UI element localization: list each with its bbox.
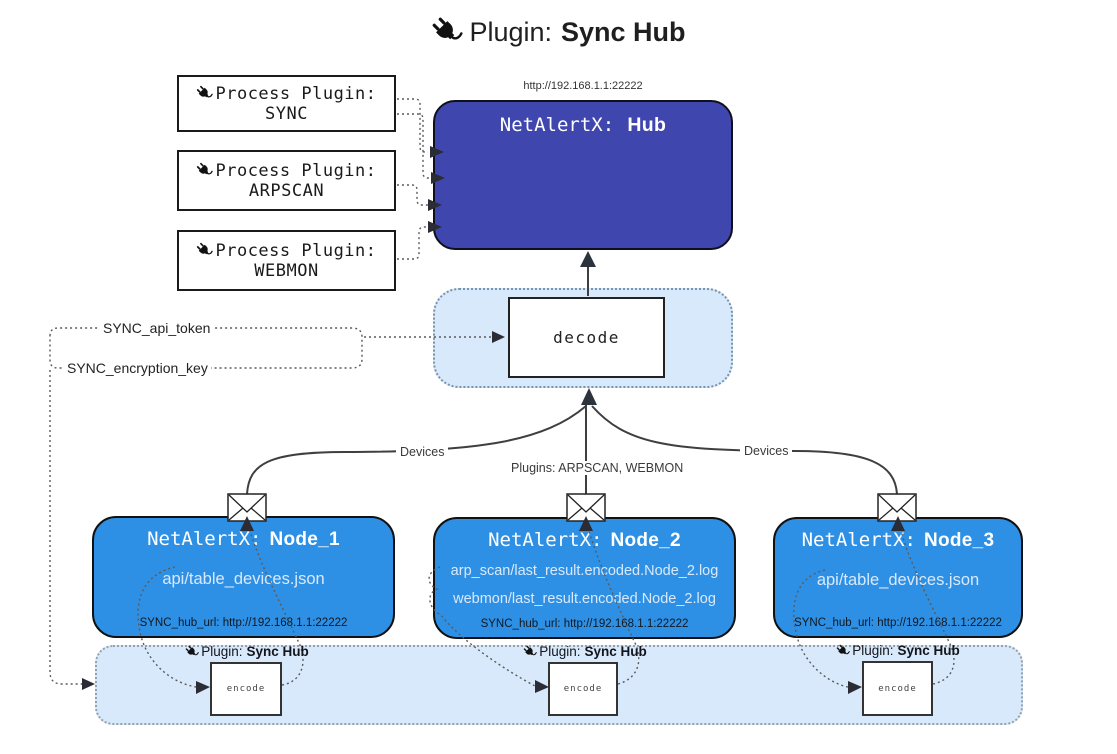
encode-plugin-label-node3: Plugin:Sync Hub [818, 643, 978, 658]
hub-title: NetAlertX: Hub [435, 114, 731, 137]
node1-box: NetAlertX:Node_1 api/table_devices.json … [92, 516, 395, 638]
page-title: Plugin: Sync Hub [0, 16, 1117, 48]
arrowhead-up [581, 388, 597, 405]
node1-title: NetAlertX:Node_1 [147, 528, 340, 550]
sync-encryption-key-label: SYNC_encryption_key [64, 360, 211, 376]
process-plugin-label: Process Plugin: [215, 240, 377, 261]
plug-icon [185, 645, 199, 659]
process-plugin-name: WEBMON [254, 260, 319, 281]
process-plugin-box-arpscan: Process Plugin: ARPSCAN [177, 150, 396, 211]
process-plugin-label: Process Plugin: [215, 83, 377, 104]
plug-icon [431, 16, 463, 48]
edge-config-to-encode-panel [49, 370, 82, 685]
node1-hub-url: SYNC_hub_url: http://192.168.1.1:22222 [139, 617, 348, 629]
hub-title-name: Hub [627, 114, 667, 136]
process-plugin-label: Process Plugin: [215, 160, 377, 181]
edge-sync-to-hub-2 [397, 113, 430, 179]
encode-box-node2: encode [548, 662, 618, 716]
node3-title: NetAlertX:Node_3 [801, 529, 995, 551]
edge-sync-to-hub-1 [397, 98, 428, 153]
plug-icon [196, 85, 213, 102]
node3-file: api/table_devices.json [816, 571, 980, 589]
node2-file: arp_scan/last_result.encoded.Node_2.log [450, 563, 719, 579]
devices-edge-label-right: Devices [740, 444, 793, 458]
process-plugin-name: SYNC [265, 103, 308, 124]
encode-box-node1: encode [210, 662, 282, 716]
plug-icon [196, 162, 213, 179]
devices-edge-label-left: Devices [396, 445, 449, 459]
hub-box: NetAlertX: Hub [433, 100, 733, 250]
node2-box: NetAlertX:Node_2 arp_scan/last_result.en… [433, 517, 736, 639]
node3-hub-url: SYNC_hub_url: http://192.168.1.1:22222 [794, 617, 1002, 629]
plug-icon [836, 644, 850, 658]
arrowhead-up [580, 251, 596, 267]
process-plugin-box-webmon: Process Plugin: WEBMON [177, 230, 396, 291]
decode-box: decode [508, 297, 665, 378]
page-title-bold: Sync Hub [561, 16, 686, 47]
hub-url-label: http://192.168.1.1:22222 [523, 80, 643, 92]
process-plugin-box-sync: Process Plugin: SYNC [177, 75, 396, 132]
node3-box: NetAlertX:Node_3 api/table_devices.json … [773, 517, 1023, 638]
node2-file: webmon/last_result.encoded.Node_2.log [453, 591, 716, 607]
sync-api-token-label: SYNC_api_token [100, 320, 214, 336]
node2-title: NetAlertX:Node_2 [488, 529, 681, 551]
process-plugin-name: ARPSCAN [248, 180, 325, 201]
hub-title-prefix: NetAlertX: [499, 114, 615, 136]
arrowhead-right [82, 678, 95, 690]
edge-arpscan-to-hub [397, 184, 428, 206]
plug-icon [523, 645, 537, 659]
node2-hub-url: SYNC_hub_url: http://192.168.1.1:22222 [480, 618, 689, 630]
page-title-prefix: Plugin: [469, 16, 553, 47]
plug-icon [196, 242, 213, 259]
plugins-edge-label: Plugins: ARPSCAN, WEBMON [507, 461, 688, 475]
encode-plugin-label-node2: Plugin:Sync Hub [505, 644, 665, 659]
encode-box-node3: encode [862, 661, 933, 716]
edge-webmon-to-hub [397, 226, 428, 260]
node1-file: api/table_devices.json [162, 570, 325, 588]
encode-plugin-label-node1: Plugin:Sync Hub [167, 644, 327, 659]
